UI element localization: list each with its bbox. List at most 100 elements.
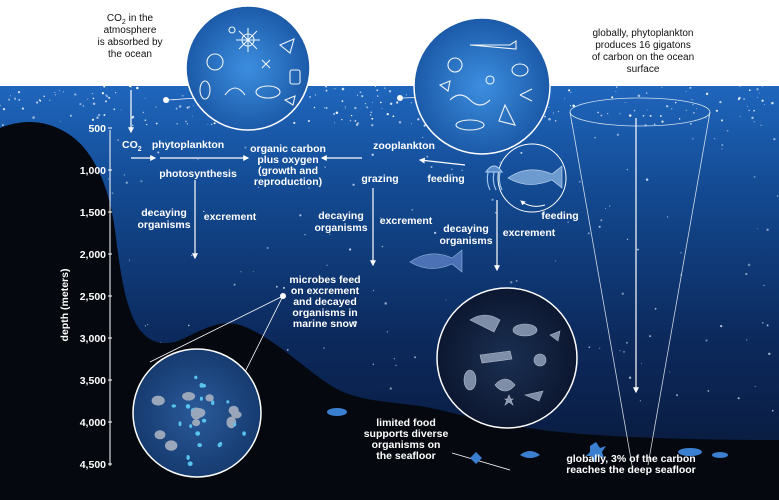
shimmer-dot [642,114,645,117]
depth-tick-label: 1,500 [80,207,106,219]
shimmer-dot [719,100,722,104]
shimmer-dot [96,116,99,119]
snow-particle [680,252,682,254]
shimmer-dot [350,114,353,117]
shimmer-dot [705,117,707,119]
shimmer-dot [568,89,571,92]
microbe-dot [226,400,230,404]
shimmer-dot [192,104,194,106]
shimmer-dot [753,109,755,112]
marine-snow-inset [132,293,286,478]
shimmer-dot [548,117,551,121]
shimmer-dot [344,105,346,107]
snow-particle [766,228,769,232]
depth-tick-label: 3,500 [80,375,106,387]
shimmer-dot [693,112,695,114]
shimmer-dot [120,109,122,111]
shimmer-dot [0,104,1,107]
shimmer-dot [91,118,95,121]
shimmer-dot [307,119,310,123]
shimmer-dot [649,114,652,117]
snow-particle [187,324,190,327]
shimmer-dot [564,98,566,100]
snow-particle [244,146,247,149]
microbe-dot [199,396,203,401]
shimmer-dot [611,96,614,99]
shimmer-dot [761,99,764,102]
shimmer-dot [666,105,669,108]
snow-particle [600,219,603,222]
snow-particle [491,198,494,201]
carbon-cone [569,97,711,466]
shimmer-dot [410,123,412,125]
snow-particle [761,322,764,324]
shimmer-dot [21,107,24,110]
shimmer-dot [371,102,373,104]
snow-particle [426,155,429,158]
snow-particle [354,320,357,324]
detritus-blob [205,394,214,402]
detritus-blob [228,405,239,415]
snow-particle [747,263,751,267]
excrement-label-3: excrement [503,227,556,239]
shimmer-dot [97,113,101,117]
snow-particle [499,161,501,163]
snow-particle [598,225,601,228]
shimmer-dot [739,85,741,87]
snow-particle [625,341,628,344]
shimmer-dot [185,120,187,123]
shimmer-dot [544,115,546,118]
snow-particle [451,168,453,171]
shimmer-dot [87,98,89,100]
shimmer-dot [17,91,21,94]
snow-particle [594,136,596,139]
shimmer-dot [9,95,12,97]
excrement-label-1: excrement [204,211,257,223]
shimmer-dot [359,91,362,94]
snow-particle [675,394,679,397]
shimmer-dot [685,90,687,92]
depth-axis: 5001,0001,5002,0002,5003,0003,5004,0004,… [59,123,112,471]
depth-tick-label: 1,000 [80,165,106,177]
microbe-dot [219,441,223,447]
snow-particle [692,138,694,140]
shimmer-dot [131,124,134,127]
snow-particle [181,224,183,226]
detritus-blob [182,392,196,401]
shimmer-dot [715,109,719,112]
microbe-dot [195,431,201,436]
shimmer-dot [38,99,41,101]
snow-particle [587,232,590,235]
shimmer-dot [324,107,326,109]
shimmer-dot [410,102,412,104]
snow-particle [123,174,126,176]
shimmer-dot [371,117,374,120]
shimmer-dot [388,90,392,93]
snow-particle [308,187,310,189]
shimmer-dot [748,89,751,92]
snow-particle [726,129,729,132]
shimmer-dot [144,119,147,122]
shimmer-dot [32,116,35,119]
shimmer-dot [14,97,16,100]
depth-tick-label: 2,000 [80,249,106,261]
shimmer-dot [569,105,572,107]
shimmer-dot [36,101,39,104]
shimmer-dot [104,100,108,103]
microbe-dot [202,418,207,423]
shimmer-dot [341,87,345,91]
shimmer-dot [103,85,106,88]
snow-particle [451,173,454,176]
shimmer-dot [344,107,346,109]
shimmer-dot [396,101,399,104]
shimmer-dot [557,110,560,113]
shimmer-dot [423,124,426,127]
shimmer-dot [334,122,336,124]
shimmer-dot [176,123,178,125]
feeding-label-2: feeding [541,210,578,222]
